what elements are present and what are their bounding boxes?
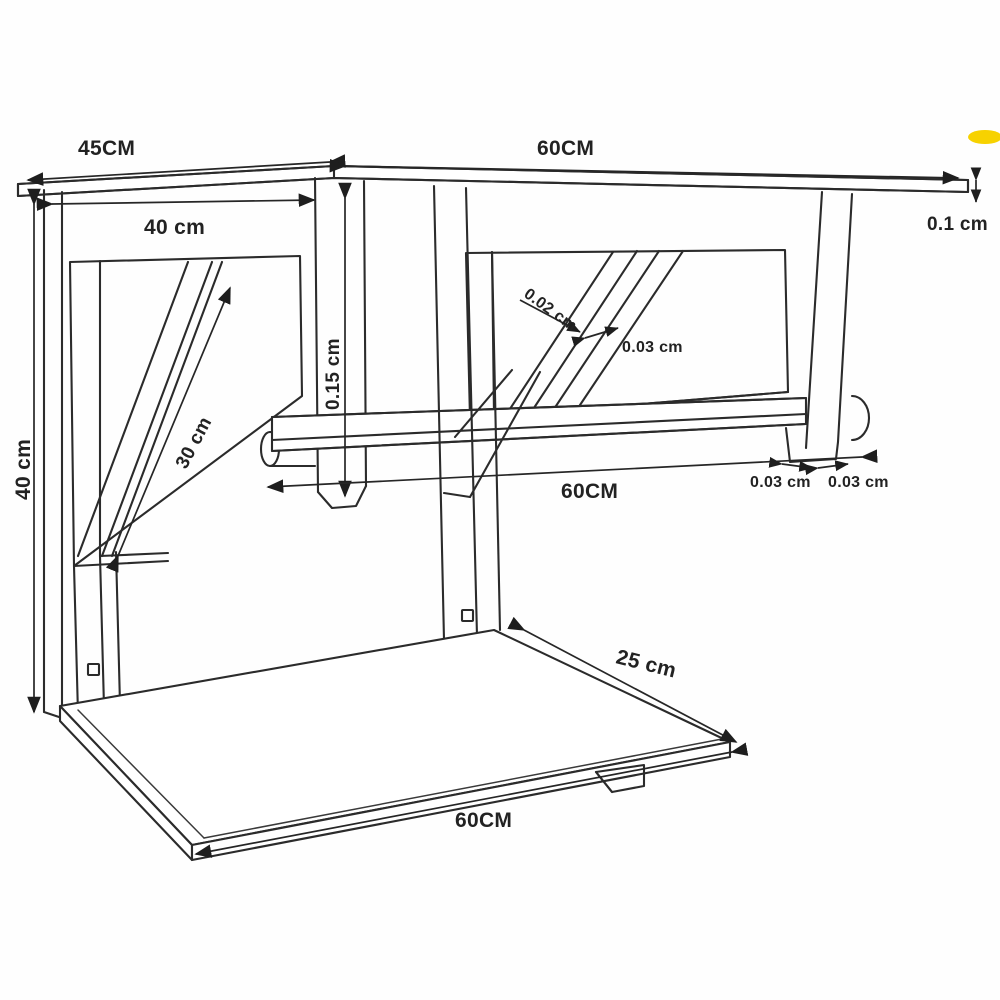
dim-label-foot-right: 0.03 cm [828,474,889,491]
left-panel-bottom-rail [72,559,170,568]
dim-label-foot-left: 0.03 cm [750,474,811,491]
dim-003cm-foot-right-line [804,460,849,476]
dim-60cm-shelf [194,742,749,858]
right-side-panel [464,248,790,420]
dim-label-top-width: 60CM [537,137,594,160]
right-brace-edge-4 [574,249,685,413]
fastener-marker-center [460,608,475,623]
dim-label-brace-thick-b: 0.03 cm [622,339,683,356]
dim-label-top-thickness: 0.1 cm [927,214,988,235]
center-post-left [432,184,446,642]
dim-60cm-top-line [329,158,960,185]
lower-rail [270,396,808,453]
dim-40cm-span-line [36,193,316,212]
left-post-outer [72,564,80,716]
dim-40cm-span [36,193,316,212]
center-post-right2 [490,250,502,632]
dim-25cm [507,616,738,743]
right-leg-foot [784,426,840,464]
dim-30cm [105,286,231,573]
dim-003cm-foot-left [768,456,813,472]
left-brace-edge-1 [76,260,190,558]
dim-60cm-rail [266,449,878,494]
left-inner-post [72,550,122,716]
dim-label-shelf-width: 60CM [455,809,512,832]
dim-45cm-line [26,154,346,186]
left-leg [42,188,64,720]
dim-60cm-top [329,158,960,185]
center-column-foot [316,484,368,510]
shelf-inner-left [77,709,205,839]
dim-002cm-leader [519,299,581,333]
lower-rail-body [270,396,808,453]
dim-003cm-foot-left-line [768,456,813,472]
lower-rail-bottom [270,422,808,453]
dim-label-column-height: 0.15 cm [323,338,344,410]
left-panel-outline [68,254,304,568]
dim-60cm-shelf-line [194,742,749,858]
center-gusset-base [442,491,472,499]
hook-detail [850,394,871,442]
dim-30cm-line [105,286,231,573]
lower-rail-top [270,396,808,419]
dim-003cm-foot-right [804,460,849,476]
table-top-slab [16,164,970,198]
right-brace-edge-1 [504,250,615,417]
dim-60cm-rail-line [266,449,878,494]
left-brace-edge-2 [100,260,214,558]
dim-label-top-depth: 45CM [78,137,135,160]
center-back-post [432,184,542,642]
dim-003cm-brace-line [571,326,619,347]
left-brace-edge-3 [110,260,224,558]
right-leg-inner [836,192,854,444]
dim-25cm-line [507,616,738,743]
dim-label-shelf-depth: 25 cm [614,646,679,683]
center-gusset-1 [453,368,514,439]
lower-rail-mid [270,412,808,442]
fastener-marker-left [86,662,101,677]
left-post-inner [98,554,106,709]
left-side-panel [68,254,304,568]
dim-label-leg-height: 40 cm [12,439,35,500]
dim-002cm [519,299,581,333]
center-column [259,176,368,510]
center-post-right [464,186,479,638]
dim-label-rail-length: 60CM [561,480,618,503]
left-post-inner-2 [114,550,122,706]
dim-003cm-brace [571,326,619,347]
scan-artifact-blob [968,130,1000,144]
dim-label-upper-span: 40 cm [144,216,205,239]
dim-label-brace-thick-a: 0.02 cm [521,285,580,334]
right-leg-outer [804,190,824,450]
left-panel-bottom-rail-b [98,551,170,558]
right-brace-edge-2 [528,249,639,416]
dim-45cm [26,154,346,186]
